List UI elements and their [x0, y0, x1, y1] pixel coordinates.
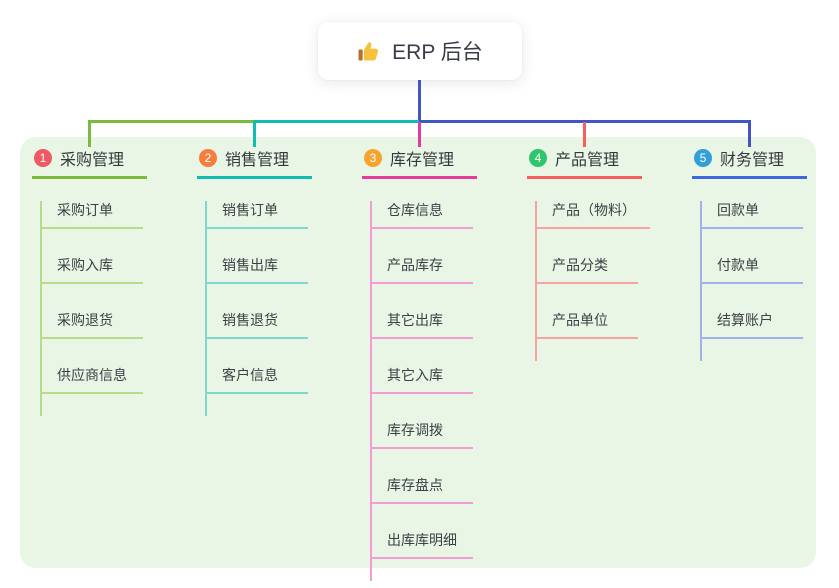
child-connector-line: [205, 201, 207, 416]
connector-bus-blue: [419, 120, 751, 123]
child-node[interactable]: 销售出库: [205, 256, 308, 284]
child-node[interactable]: 销售退货: [205, 311, 308, 339]
child-node[interactable]: 产品（物料）: [535, 201, 650, 229]
child-node[interactable]: 供应商信息: [40, 366, 143, 394]
branch-number-badge: 2: [199, 148, 217, 167]
branch-children: 产品（物料） 产品分类 产品单位: [535, 201, 650, 361]
child-connector-line: [700, 201, 702, 361]
child-node[interactable]: 采购入库: [40, 256, 143, 284]
connector-bus-green: [88, 120, 254, 123]
branch-finance: 5 财务管理 回款单 付款单 结算账户: [692, 147, 807, 361]
branch-number-badge: 1: [34, 148, 52, 167]
root-node-erp[interactable]: ERP 后台: [318, 22, 522, 80]
child-node[interactable]: 产品单位: [535, 311, 638, 339]
connector-root-drop: [418, 80, 421, 122]
thumbs-up-cuff: [358, 49, 363, 61]
child-node[interactable]: 产品库存: [370, 256, 473, 284]
root-node-title: ERP 后台: [392, 41, 483, 64]
branch-children: 仓库信息 产品库存 其它出库 其它入库 库存调拨 库存盘点 出库库明细: [370, 201, 477, 581]
child-connector-line: [40, 201, 42, 416]
child-node[interactable]: 付款单: [700, 256, 803, 284]
child-connector-line: [370, 201, 372, 581]
child-node[interactable]: 库存盘点: [370, 476, 473, 504]
child-node[interactable]: 其它入库: [370, 366, 473, 394]
branch-title: 库存管理: [390, 151, 455, 169]
branch-sales: 2 销售管理 销售订单 销售出库 销售退货 客户信息: [197, 147, 312, 416]
branch-product: 4 产品管理 产品（物料） 产品分类 产品单位: [527, 147, 650, 361]
thumbs-up-icon: [358, 42, 379, 61]
branch-title: 产品管理: [555, 151, 620, 169]
branch-header-procurement[interactable]: 1 采购管理: [32, 147, 147, 179]
child-node[interactable]: 其它出库: [370, 311, 473, 339]
connector-bus-teal: [254, 120, 419, 123]
child-node[interactable]: 回款单: [700, 201, 803, 229]
thumbs-up-hand: [364, 42, 379, 61]
child-node[interactable]: 产品分类: [535, 256, 638, 284]
connector-drop-sales: [253, 120, 256, 147]
connector-drop-procurement: [88, 120, 91, 147]
child-node[interactable]: 销售订单: [205, 201, 308, 229]
branch-title: 采购管理: [60, 151, 125, 169]
branch-children: 销售订单 销售出库 销售退货 客户信息: [205, 201, 312, 416]
branch-procurement: 1 采购管理 采购订单 采购入库 采购退货 供应商信息: [32, 147, 147, 416]
child-node[interactable]: 仓库信息: [370, 201, 473, 229]
branch-title: 财务管理: [720, 151, 785, 169]
child-node[interactable]: 采购订单: [40, 201, 143, 229]
branch-header-inventory[interactable]: 3 库存管理: [362, 147, 477, 179]
branch-children: 回款单 付款单 结算账户: [700, 201, 807, 361]
branch-number-badge: 4: [529, 148, 547, 167]
child-node[interactable]: 采购退货: [40, 311, 143, 339]
child-connector-line: [535, 201, 537, 361]
connector-drop-inventory: [418, 122, 421, 147]
connector-drop-product: [583, 122, 586, 147]
child-node[interactable]: 库存调拨: [370, 421, 473, 449]
branch-number-badge: 3: [364, 148, 382, 167]
branch-children: 采购订单 采购入库 采购退货 供应商信息: [40, 201, 147, 416]
branch-title: 销售管理: [225, 151, 290, 169]
child-node[interactable]: 客户信息: [205, 366, 308, 394]
branch-header-product[interactable]: 4 产品管理: [527, 147, 642, 179]
branch-number-badge: 5: [694, 148, 712, 167]
connector-drop-finance: [748, 120, 751, 147]
child-node[interactable]: 出库库明细: [370, 531, 473, 559]
child-node[interactable]: 结算账户: [700, 311, 803, 339]
branch-inventory: 3 库存管理 仓库信息 产品库存 其它出库 其它入库 库存调拨 库存盘点 出库库…: [362, 147, 477, 581]
branch-header-sales[interactable]: 2 销售管理: [197, 147, 312, 179]
branch-header-finance[interactable]: 5 财务管理: [692, 147, 807, 179]
branches-background-panel: [20, 137, 816, 568]
